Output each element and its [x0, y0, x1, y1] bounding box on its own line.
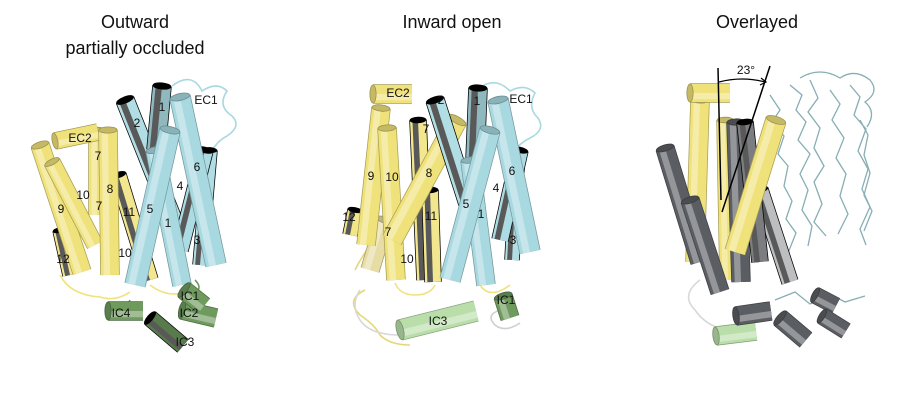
- gray-helix: [726, 118, 751, 283]
- ic3-helix: [712, 321, 758, 346]
- label-11: 11: [425, 209, 438, 223]
- label-10: 10: [76, 188, 90, 202]
- label-10: 10: [118, 246, 132, 260]
- ic4-helix: [104, 301, 143, 321]
- yellow-ec2-helix: [686, 83, 730, 103]
- label-11: 11: [123, 205, 136, 219]
- title-line: Outward: [100, 12, 170, 32]
- title-line: partially occluded: [65, 38, 205, 58]
- ic3-helix: [395, 300, 479, 341]
- label-4: 4: [177, 179, 184, 193]
- label-12: 12: [56, 252, 70, 266]
- ec2-helix: [51, 123, 100, 150]
- panel-title-overlayed: Overlayed: [715, 12, 799, 32]
- label-ec2: EC2: [386, 86, 410, 100]
- helix-5: [124, 125, 181, 288]
- loop: [354, 289, 401, 336]
- label-10: 10: [400, 252, 414, 266]
- panel-title-inward: Inward open: [402, 12, 502, 32]
- ic2-helix: [177, 300, 219, 328]
- label-8: 8: [107, 182, 114, 196]
- label-7: 7: [95, 149, 102, 163]
- label-2: 2: [134, 116, 141, 130]
- helix-5: [439, 125, 501, 283]
- label-ec1: EC1: [194, 93, 218, 107]
- gray-helix: [680, 195, 730, 296]
- label-3: 3: [510, 233, 517, 247]
- label-9: 9: [368, 169, 375, 183]
- label-12: 12: [342, 210, 356, 224]
- label-ic3: IC3: [429, 314, 448, 328]
- gray-ic-helix: [810, 287, 841, 314]
- ca-trace: [859, 119, 873, 232]
- helix-12: [342, 206, 363, 237]
- label-9: 9: [58, 202, 65, 216]
- label-4: 4: [493, 181, 500, 195]
- label-1: 1: [159, 100, 166, 114]
- label-6: 6: [509, 164, 516, 178]
- label-7: 7: [385, 225, 392, 239]
- ic1-helix: [177, 282, 211, 314]
- ic3-helix: [144, 311, 189, 353]
- helix-6: [487, 95, 541, 255]
- loop: [687, 279, 726, 331]
- loop: [490, 309, 521, 330]
- label-10: 10: [385, 170, 399, 184]
- label-8: 8: [426, 166, 433, 180]
- angle-arc: [718, 78, 766, 83]
- ec2-helix: [369, 84, 412, 104]
- axis-line-inward: [721, 65, 771, 213]
- label-7: 7: [96, 199, 103, 213]
- label-1: 1: [478, 207, 485, 221]
- helix-10: [377, 124, 406, 281]
- label-ic3: IC3: [176, 335, 195, 349]
- loop: [171, 78, 237, 152]
- label-5: 5: [463, 197, 470, 211]
- helix-10: [44, 157, 103, 250]
- gray-ic-helix: [732, 301, 773, 326]
- ca-trace: [829, 89, 849, 235]
- loop: [59, 274, 191, 300]
- label-1: 1: [474, 94, 481, 108]
- label-1: 1: [165, 216, 172, 230]
- label-ec1: EC1: [509, 92, 533, 106]
- label-ic1: IC1: [497, 293, 516, 307]
- label-ic2: IC2: [180, 306, 199, 320]
- ca-trace: [807, 79, 827, 237]
- label-7: 7: [423, 122, 430, 136]
- gray-ic-helix: [773, 310, 813, 348]
- helix-6: [169, 92, 227, 268]
- loop: [479, 81, 542, 151]
- label-3: 3: [194, 233, 201, 247]
- gray-ic-helix: [816, 308, 851, 339]
- label-ec2: EC2: [68, 131, 92, 145]
- loop: [394, 282, 511, 296]
- arrow-icon: [759, 77, 768, 86]
- label-2: 2: [438, 93, 445, 107]
- helix-8: [98, 126, 120, 276]
- label-5: 5: [147, 202, 154, 216]
- ca-trace: [799, 71, 875, 128]
- label-ic1: IC1: [181, 289, 200, 303]
- ic1-helix: [493, 291, 520, 321]
- angle-label: 23°: [737, 63, 755, 77]
- ca-trace: [849, 84, 871, 246]
- label-ic4: IC4: [112, 306, 131, 320]
- axis-line-outward: [717, 67, 722, 201]
- panel-title-outward: Outward partially occluded: [35, 9, 235, 61]
- ca-trace: [789, 84, 813, 247]
- label-6: 6: [194, 160, 201, 174]
- yellow-helix-8: [724, 115, 787, 256]
